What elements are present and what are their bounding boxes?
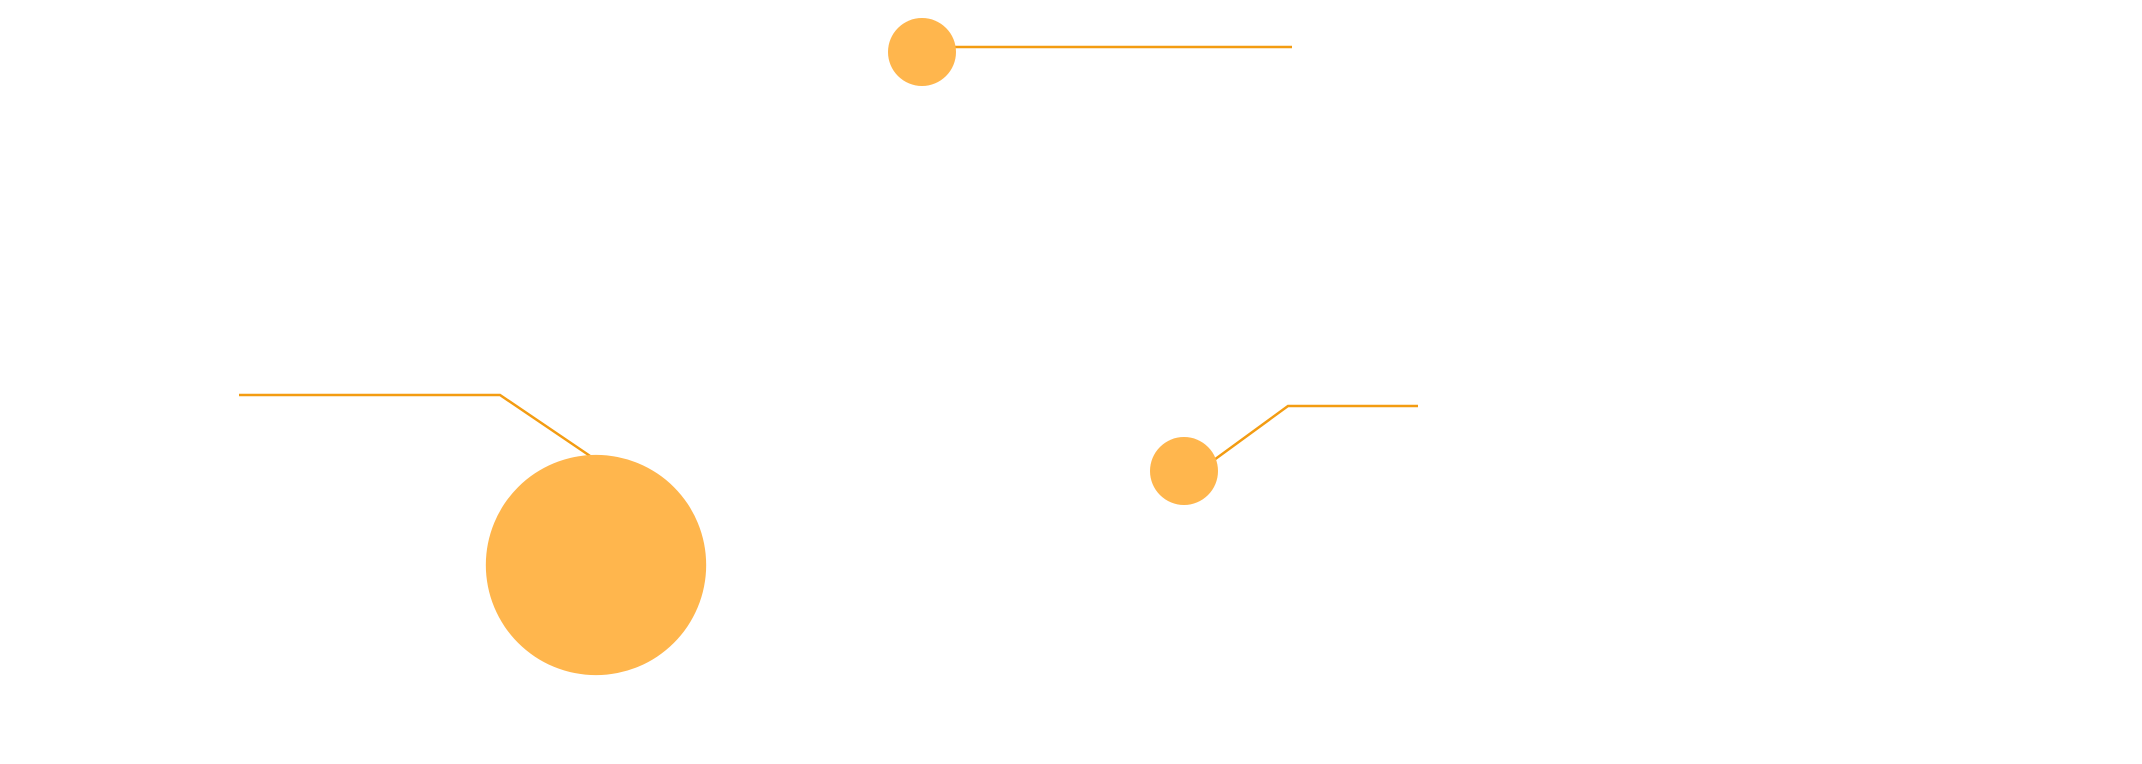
bubble-1[interactable] [888, 18, 956, 86]
leader-line-3 [1213, 404, 1418, 462]
leader-lines [239, 45, 1418, 462]
bubble-2[interactable] [485, 454, 707, 676]
bubble-series [485, 18, 1218, 676]
leader-line-2 [239, 393, 597, 462]
bubble-3[interactable] [1150, 437, 1218, 505]
